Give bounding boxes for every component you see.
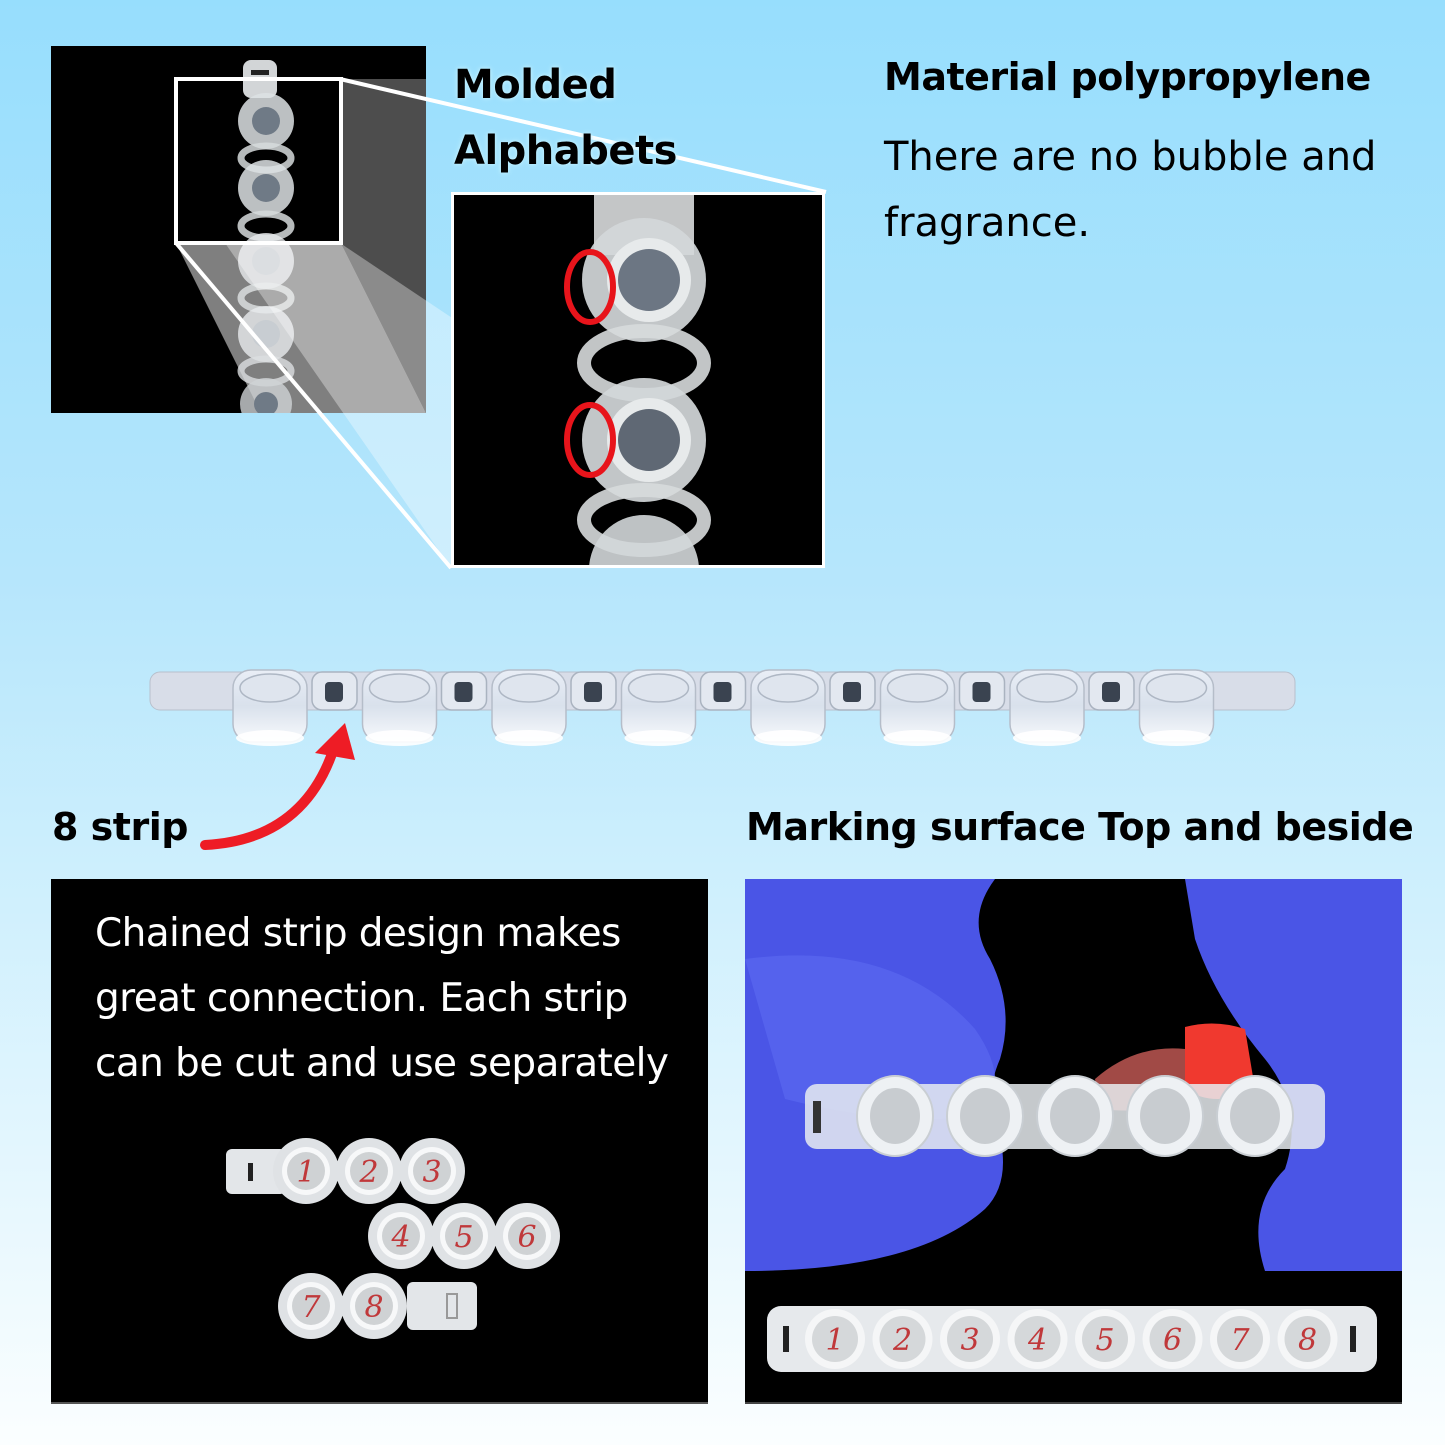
cap-number: 8 [1298,1323,1317,1358]
cut-strip-group: 4 5 6 [368,1203,560,1269]
held-cap [1126,1075,1204,1157]
strip-cap [620,669,697,746]
title-line: Alphabets [454,128,677,174]
strip-connector [699,671,747,711]
marked-cap: 5 [1075,1309,1135,1369]
strip-cap [491,669,567,746]
marked-cap: 8 [1277,1309,1338,1369]
marked-cap: 7 [278,1273,344,1339]
zoomed-strip-illustration [564,195,711,565]
marked-cap: 7 [1210,1309,1270,1369]
marked-cap: 6 [1142,1309,1203,1369]
tab-slot [251,70,269,75]
strip-connector [311,671,358,711]
callout-line-bottom [174,241,453,570]
callout-line-top [339,77,827,194]
held-cap [1216,1075,1294,1157]
cap-number: 6 [1163,1323,1182,1358]
strip-cap [361,669,438,746]
strip-cap [1138,669,1215,746]
tab-slot [813,1101,821,1133]
marked-cap: 2 [872,1309,933,1369]
tab-slot [1350,1326,1356,1352]
marked-cap: 5 [431,1203,497,1269]
desc-line: great connection. Each strip [95,976,628,1021]
cap-number: 3 [960,1323,979,1358]
strip-connector [1088,671,1135,711]
cap [582,378,706,502]
marked-cap: 4 [1007,1309,1068,1369]
chained-strip-description: Chained strip design makes great connect… [95,901,695,1096]
cut-strip-group: 1 2 3 [226,1138,465,1204]
strip-vertical-illustration [174,60,426,413]
marked-cap: 3 [399,1138,465,1204]
desc-line: fragrance. [884,200,1091,246]
marked-cap: 1 [273,1138,339,1204]
cap-number: 5 [454,1220,473,1255]
strip-cap [1009,669,1085,746]
tab-slot [783,1326,789,1352]
molded-alphabets-zoom-photo [451,192,825,568]
eight-strip-label: 8 strip [52,805,188,849]
held-cap [856,1075,934,1157]
strip-connector [829,671,876,711]
marking-surface-panel: 1 2 3 4 5 6 7 8 [745,879,1402,1404]
title-line: Molded [454,62,617,108]
held-cap [1036,1075,1114,1157]
marked-cap: 3 [940,1309,1000,1369]
cap-number: 3 [422,1155,441,1190]
eight-strip-illustration [149,669,1296,746]
arrow-icon [200,723,355,850]
strip-connector [570,671,617,711]
cap-number: 6 [517,1220,536,1255]
marked-cap: 2 [336,1138,402,1204]
strip-cap [232,669,308,746]
highlight-ring-icon [564,402,616,478]
chained-strip-panel: Chained strip design makes great connect… [51,879,708,1404]
cap-number: 4 [390,1220,410,1255]
marked-cap: 6 [494,1203,560,1269]
cap [582,218,706,342]
material-description: There are no bubble and fragrance. [884,124,1424,256]
marked-cap: 4 [368,1203,434,1269]
zoom-region-box [174,77,343,245]
perspective-shade-dark [341,79,426,413]
left-glove-finger [745,955,996,1119]
highlight-ring-icon [564,249,616,325]
perspective-shade-light [176,243,426,413]
marked-cap: 1 [805,1309,865,1369]
cap-number: 7 [1230,1323,1250,1358]
strip-cap [879,669,956,746]
cap-number: 7 [301,1290,321,1325]
right-glove [1185,879,1402,1271]
desc-line: There are no bubble and [884,134,1377,180]
cap [589,515,699,565]
strip-vertical-photo [51,46,426,413]
molded-alphabets-title: Molded Alphabets [454,52,677,184]
cap-number: 1 [825,1323,844,1358]
material-title: Material polypropylene [884,55,1371,99]
strip-cap [750,669,826,746]
cap-number: 4 [1027,1323,1047,1358]
strip-connector [440,671,488,711]
cap-number: 5 [1095,1323,1114,1358]
cap [240,378,292,413]
strip-connector [958,671,1006,711]
desc-line: Chained strip design makes [95,911,621,956]
marked-cap: 8 [341,1273,407,1339]
cap [238,93,294,149]
marked-strip-photo: 1 2 3 4 5 6 7 8 [767,1306,1377,1372]
cap [238,160,294,216]
cap-number: 1 [296,1155,315,1190]
cap-number: 8 [364,1290,383,1325]
cap-number: 2 [892,1323,912,1358]
gloved-hands-photo [745,879,1402,1271]
marking-surface-title: Marking surface Top and beside [746,805,1414,849]
held-cap [946,1075,1024,1157]
desc-line: can be cut and use separately [95,1041,669,1086]
cap-number: 2 [358,1155,378,1190]
cap [238,233,294,289]
